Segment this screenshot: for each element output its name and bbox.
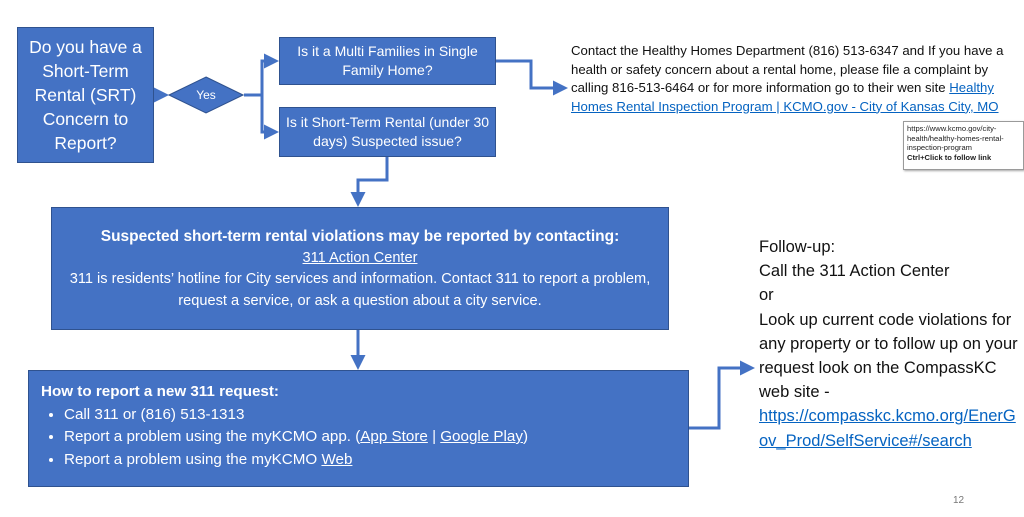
yes-label: Yes bbox=[196, 88, 216, 102]
arrow-yes-to-multi bbox=[244, 53, 279, 97]
report-methods-list: Call 311 or (816) 513-1313 Report a prob… bbox=[41, 404, 676, 472]
suspected-violations-title: Suspected short-term rental violations m… bbox=[100, 228, 620, 245]
action-center-link[interactable]: 311 Action Center bbox=[302, 249, 418, 266]
follow-up-or: or bbox=[759, 286, 774, 305]
healthy-homes-contact-text: Contact the Healthy Homes Department (81… bbox=[571, 42, 1011, 116]
question-line: Short-Term bbox=[42, 61, 129, 81]
question-line: Concern to bbox=[42, 109, 129, 129]
multi-family-branch-box: Is it a Multi Families in Single Family … bbox=[279, 37, 496, 85]
app-text-close: ) bbox=[522, 428, 529, 445]
list-item: Call 311 or (816) 513-1313 bbox=[64, 404, 676, 427]
contact-body: Contact the Healthy Homes Department (81… bbox=[571, 43, 1004, 95]
link-separator: | bbox=[427, 428, 441, 445]
call-311-text: Call 311 or (816) 513-1313 bbox=[64, 405, 245, 423]
page-number: 12 bbox=[953, 495, 965, 506]
yes-decision-diamond bbox=[168, 76, 244, 114]
question-line: Do you have a bbox=[29, 37, 142, 57]
arrow-yes-to-srt bbox=[260, 95, 279, 140]
compasskc-link[interactable]: https://compasskc.kcmo.org/EnerGov_Prod/… bbox=[759, 407, 1016, 450]
arrow-srt-to-main bbox=[350, 157, 389, 207]
web-text: Report a problem using the myKCMO bbox=[64, 450, 322, 468]
question-line: Report? bbox=[54, 133, 117, 153]
tooltip-hint: Ctrl+Click to follow link bbox=[907, 152, 992, 162]
how-to-report-title: How to report a new 311 request: bbox=[41, 383, 279, 400]
suspected-violations-box: Suspected short-term rental violations m… bbox=[51, 207, 669, 330]
list-item: Report a problem using the myKCMO Web bbox=[64, 449, 676, 472]
link-tooltip: https://www.kcmo.gov/city-health/healthy… bbox=[903, 121, 1024, 170]
follow-up-heading: Follow-up: bbox=[759, 238, 836, 256]
follow-up-text: Follow-up: Call the 311 Action Center or… bbox=[759, 235, 1021, 453]
arrow-report-to-followup bbox=[689, 360, 755, 430]
healthy-homes-link[interactable]: Healthy Homes Rental Inspection Program … bbox=[571, 80, 999, 114]
web-link[interactable]: Web bbox=[321, 450, 353, 468]
srt-question-box: Do you have a Short-Term Rental (SRT) Co… bbox=[17, 27, 154, 163]
app-text: Report a problem using the myKCMO app. ( bbox=[64, 428, 361, 445]
follow-up-call: Call the 311 Action Center bbox=[759, 262, 950, 281]
hotline-description: 311 is residents’ hotline for City servi… bbox=[69, 271, 651, 309]
short-term-rental-text: Is it Short-Term Rental (under 30 days) … bbox=[285, 114, 490, 149]
multi-family-text: Is it a Multi Families in Single Family … bbox=[297, 43, 478, 78]
short-term-rental-branch-box: Is it Short-Term Rental (under 30 days) … bbox=[279, 107, 496, 157]
tooltip-url: https://www.kcmo.gov/city-health/healthy… bbox=[907, 124, 1004, 153]
list-item: Report a problem using the myKCMO app. (… bbox=[64, 426, 676, 449]
arrow-multi-to-contact bbox=[496, 59, 568, 96]
google-play-link[interactable]: Google Play bbox=[440, 428, 523, 445]
how-to-report-box: How to report a new 311 request: Call 31… bbox=[28, 370, 689, 487]
question-line: Rental (SRT) bbox=[34, 85, 137, 105]
app-store-link[interactable]: App Store bbox=[360, 428, 428, 445]
follow-up-lookup: Look up current code violations for any … bbox=[759, 310, 1018, 402]
